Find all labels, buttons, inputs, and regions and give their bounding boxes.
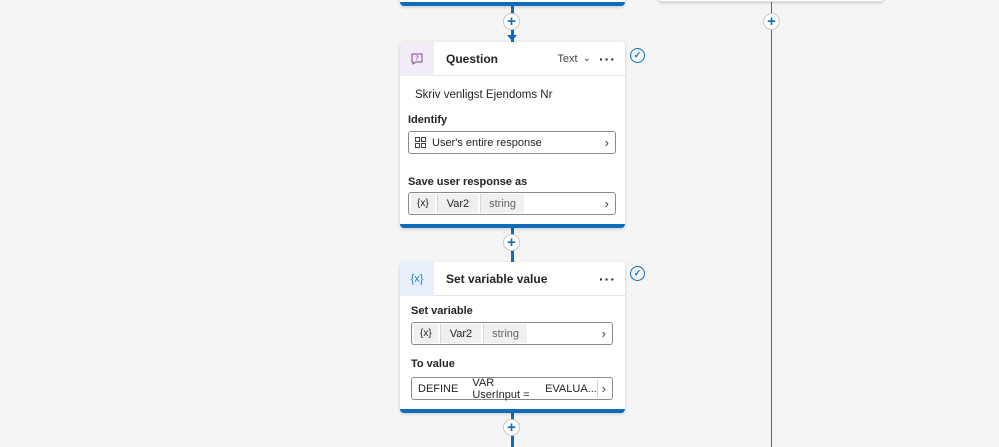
more-options-button[interactable]: ··· [599, 270, 616, 287]
card-header: ? Question Text ⌄ ··· [400, 41, 625, 76]
formula-text: VAR UserInput = [472, 376, 530, 401]
value-formula-field[interactable]: DEFINE VAR UserInput = EVALUA... › [411, 376, 613, 401]
question-icon: ? [400, 41, 434, 76]
set-variable-label: Set variable [411, 305, 473, 317]
to-value-label: To value [411, 358, 455, 370]
card-title: Set variable value [446, 271, 548, 286]
branch-node-card[interactable] [658, 0, 884, 2]
variable-selector[interactable]: {x} Var2 string › [411, 322, 613, 345]
chevron-right-icon: › [601, 326, 606, 341]
checkmark-circle-icon: ✓ [630, 48, 645, 63]
svg-text:?: ? [415, 54, 419, 62]
add-node-button[interactable]: + [503, 419, 520, 436]
chevron-down-icon: ⌄ [582, 53, 591, 64]
chevron-right-icon: › [604, 196, 609, 211]
variable-type: string [480, 194, 525, 213]
question-prompt-text[interactable]: Skriv venligst Ejendoms Nr [415, 89, 553, 101]
more-options-button[interactable]: ··· [599, 50, 616, 67]
identify-value: User's entire response [432, 136, 542, 149]
divider [596, 380, 598, 397]
checkmark-circle-icon: ✓ [630, 266, 645, 281]
variable-icon: {x} [411, 194, 435, 213]
variable-name: Var2 [439, 324, 482, 343]
save-response-label: Save user response as [408, 176, 528, 188]
card-header: {x} Set variable value ··· [400, 261, 625, 296]
entity-icon [415, 137, 426, 148]
variable-icon: {x} [414, 324, 438, 343]
previous-node-card[interactable] [400, 0, 625, 6]
formula-text: EVALUA... [545, 382, 597, 395]
card-title: Question [446, 51, 499, 66]
formula-text: DEFINE [418, 382, 459, 395]
variable-type: string [483, 324, 528, 343]
identify-selector[interactable]: User's entire response › [408, 131, 616, 154]
add-node-button[interactable]: + [763, 13, 780, 30]
response-type-label: Text [557, 52, 578, 65]
variable-icon: {x} [400, 261, 434, 296]
add-node-button[interactable]: + [503, 234, 520, 251]
set-variable-node-card[interactable]: {x} Set variable value ··· Set variable … [400, 261, 625, 413]
response-type-dropdown[interactable]: Text ⌄ [557, 53, 591, 65]
variable-name: Var2 [436, 194, 479, 213]
connector-arrow [507, 35, 517, 41]
branch-connector [771, 2, 772, 447]
chevron-right-icon: › [601, 381, 606, 396]
add-node-button[interactable]: + [503, 13, 520, 30]
variable-selector[interactable]: {x} Var2 string › [408, 192, 616, 215]
identify-label: Identify [408, 114, 448, 126]
chevron-right-icon: › [604, 135, 609, 150]
question-node-card[interactable]: ? Question Text ⌄ ··· Skriv venligst Eje… [400, 41, 625, 228]
